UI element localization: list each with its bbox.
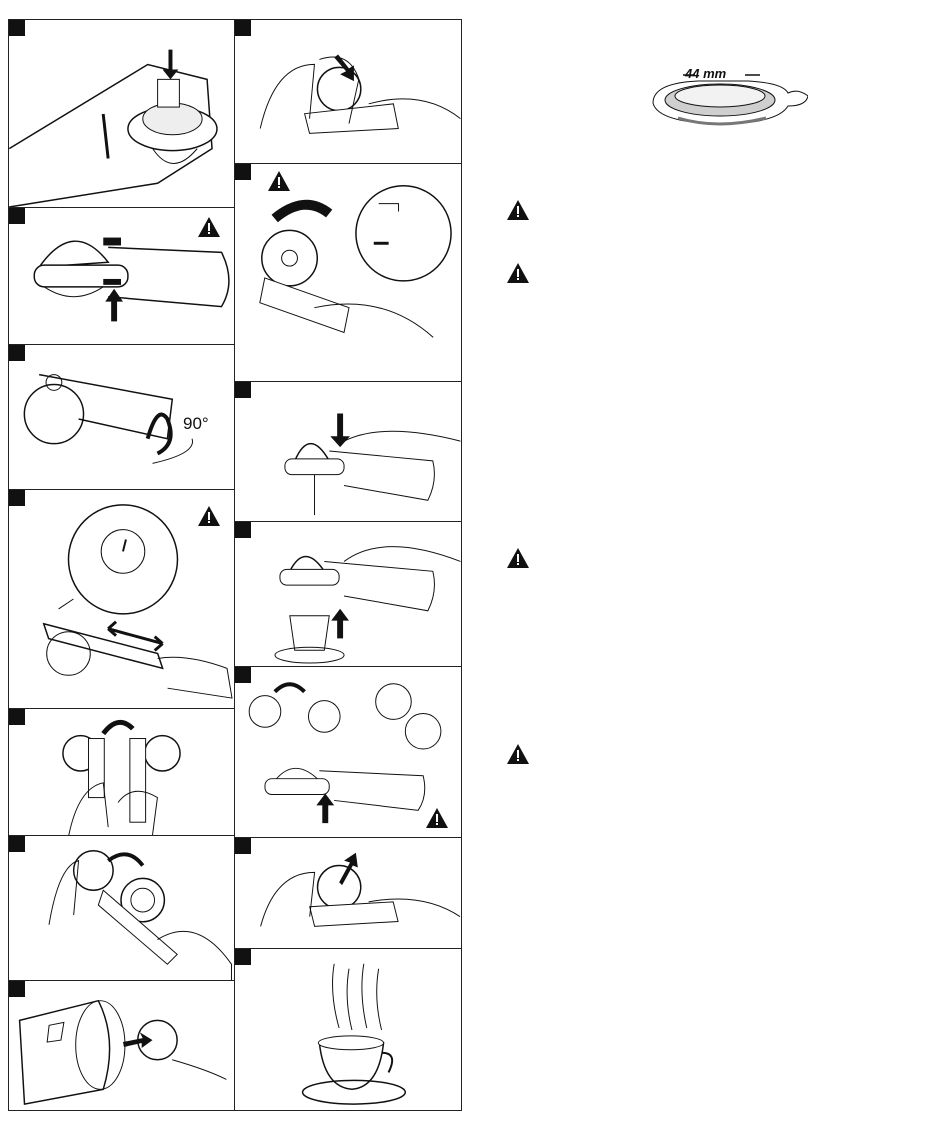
pump-press-illustration [235,382,461,521]
espresso-maker-top-illustration [9,20,234,207]
warning-triangle-icon [506,547,530,569]
step-panel-r4 [234,521,462,667]
pour-water-illustration [9,981,234,1110]
remove-pod-illustration [235,838,461,948]
step-panel-l5 [8,708,235,836]
warning-triangle-icon [425,807,449,829]
step-panel-l7 [8,980,235,1111]
insert-pod-illustration [235,20,461,163]
step-panel-r5 [234,666,462,838]
step-panel-l6 [8,835,235,981]
coffee-cup-icon [235,949,461,1110]
warning-triangle-icon [267,170,291,192]
warning-triangle-icon [506,262,530,284]
step-panel-r7 [234,948,462,1111]
warning-triangle-icon [197,216,221,238]
pour-espresso-illustration [235,522,461,666]
step-panel-r2 [234,163,462,382]
step-panel-r3 [234,381,462,522]
warning-triangle-icon [197,505,221,527]
warning-triangle-icon [506,743,530,765]
warning-triangle-icon [506,199,530,221]
step-panel-r1 [234,19,462,164]
step-panel-l3: 90° [8,344,235,490]
step-panel-r6 [234,837,462,949]
step-panel-l2 [8,207,235,345]
dimension-line [683,70,813,80]
step-panel-l4 [8,489,235,709]
insert-lid-illustration [9,836,234,980]
open-lid-illustration [9,709,234,835]
rotation-angle-label: 90° [183,414,209,434]
step-panel-l1 [8,19,235,208]
close-lid-illustration [235,164,461,381]
